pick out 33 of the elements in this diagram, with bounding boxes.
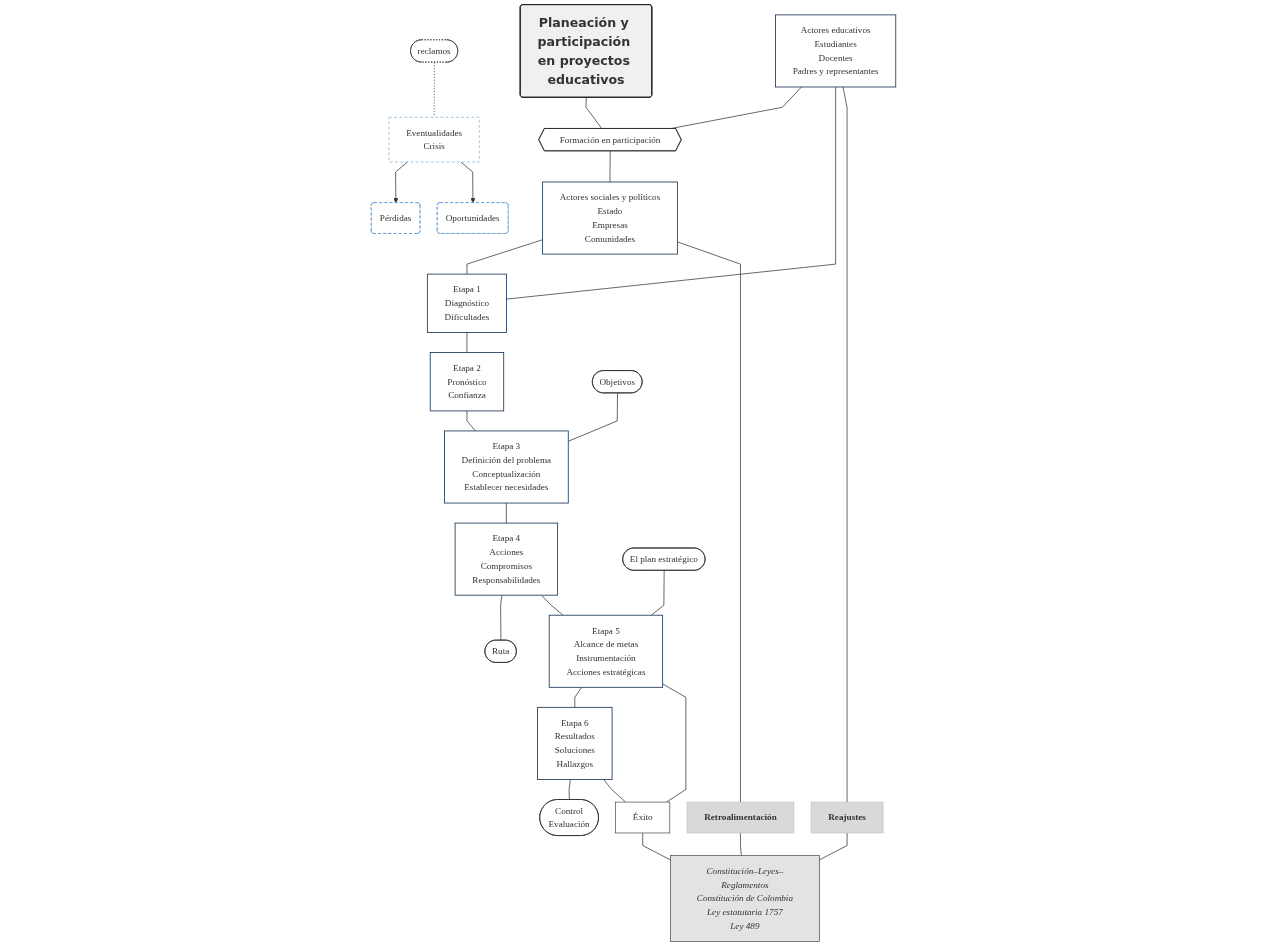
connector bbox=[740, 832, 742, 856]
connector bbox=[541, 594, 564, 616]
node-box: Etapa 5 Alcance de metas Instrumentación Acciones estratégicas bbox=[548, 614, 664, 688]
node-box: Actores educativos Estudiantes Docentes Padres y representantes bbox=[775, 14, 897, 88]
node-box: Actores sociales y políticos Estado Empresas Comunidades bbox=[542, 181, 678, 255]
node-box: Etapa 3 Definición del problema Conceptualización Establecer necesidades bbox=[444, 430, 569, 504]
connector bbox=[500, 594, 503, 641]
node-box: Éxito bbox=[615, 801, 671, 834]
connector bbox=[506, 502, 507, 524]
connector bbox=[662, 683, 687, 803]
node-box: Retroalimentación bbox=[686, 801, 795, 834]
connector bbox=[585, 97, 603, 130]
connector bbox=[603, 779, 626, 803]
node-box: Etapa 2 Pronóstico Confianza bbox=[429, 352, 505, 412]
connector bbox=[574, 686, 582, 708]
connector bbox=[506, 86, 836, 300]
connector bbox=[568, 779, 571, 801]
connector bbox=[650, 570, 665, 616]
connector bbox=[567, 392, 618, 442]
connector bbox=[609, 150, 611, 183]
node-box: Constitución–Leyes–Reglamentos Constitución de Colombia Ley estatutaria 1757 Ley 489 bbox=[670, 855, 820, 942]
connector bbox=[677, 241, 741, 803]
connector bbox=[466, 410, 476, 432]
connector bbox=[818, 832, 848, 861]
node-box: Eventualidades Crisis bbox=[388, 117, 480, 163]
connector bbox=[842, 86, 848, 803]
connector bbox=[466, 239, 543, 275]
node-box: Etapa 6 Resultados Soluciones Hallazgos bbox=[537, 706, 613, 780]
node-box: Etapa 4 Acciones Compromisos Responsabilidades bbox=[454, 522, 558, 596]
connector bbox=[642, 832, 671, 861]
connector bbox=[466, 332, 468, 353]
node-box: Etapa 1 Diagnóstico Dificultades bbox=[426, 273, 507, 333]
node-box: Reajustes bbox=[810, 801, 884, 834]
